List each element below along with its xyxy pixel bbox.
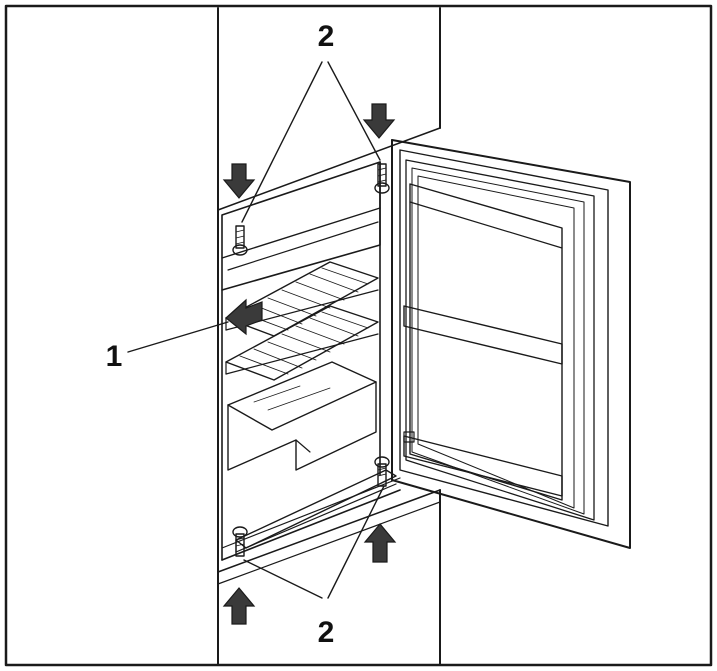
screw-bottom-right <box>374 456 390 487</box>
callout-part-2-top: 2 <box>318 20 335 53</box>
arrow-down-top-right-icon <box>362 103 396 139</box>
callout-part-1: 1 <box>106 340 123 373</box>
callout-part-2-bottom: 2 <box>318 616 335 649</box>
screw-top-left <box>232 225 248 256</box>
arrow-left-part1-icon <box>225 298 263 336</box>
door-liner <box>409 183 563 501</box>
fridge-body <box>221 161 401 561</box>
screw-top-right <box>374 163 390 194</box>
crisper-drawer <box>227 361 377 471</box>
fridge-door <box>391 139 631 549</box>
arrow-up-bottom-left-icon <box>222 587 256 625</box>
outer-frame <box>4 4 713 667</box>
cabinet-walls <box>217 7 441 666</box>
arrow-up-bottom-right-icon <box>363 523 397 563</box>
door-shelf-bottom <box>403 435 563 497</box>
leader-lines <box>127 61 385 599</box>
shelf-lower <box>225 305 379 381</box>
screw-bottom-left <box>232 526 248 557</box>
door-shelf-middle <box>403 305 563 365</box>
arrow-down-top-left-icon <box>222 163 256 199</box>
